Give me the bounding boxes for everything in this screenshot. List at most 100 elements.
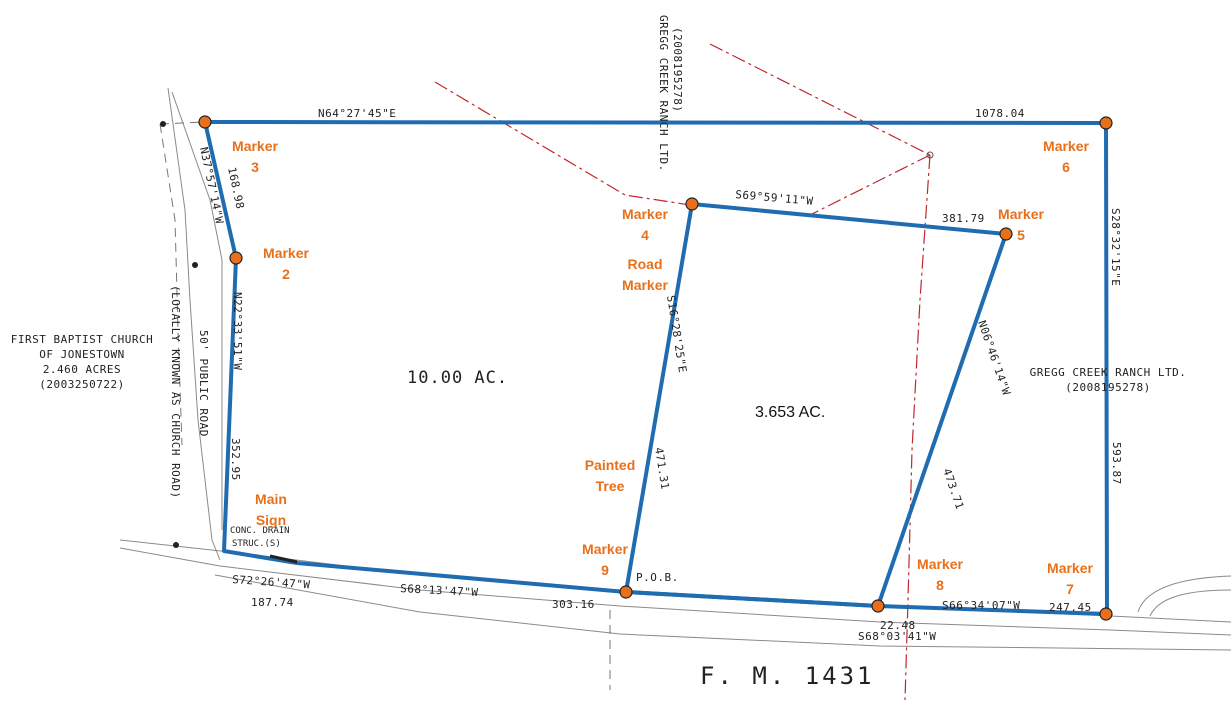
marker-dot-7: [1099, 607, 1113, 621]
pob-label: P.O.B.: [636, 571, 679, 584]
conc-drain-line1: CONC. DRAIN: [230, 526, 290, 536]
marker-label-3: Marker 3: [232, 138, 278, 175]
tract-10ac-boundary: [203, 120, 1109, 616]
easement-diag-west: [434, 81, 691, 206]
church-line4: (2003250722): [39, 378, 124, 391]
marker-labels: Marker 3 Marker 2 Marker 6 Marker 4 Mark…: [232, 138, 1093, 597]
svg-text:Marker: Marker: [622, 206, 668, 222]
dist-south-a: 187.74: [251, 596, 294, 609]
conc-drain-note: CONC. DRAIN STRUC.(S): [230, 526, 290, 549]
area-10ac: 10.00 AC.: [407, 368, 508, 388]
dist-west: 352.95: [229, 438, 242, 481]
bearing-labels: N64°27'45"E 1078.04 N37°57'14"W 168.98 N…: [197, 107, 1123, 643]
bearing-m3-m2: N37°57'14"W: [197, 146, 226, 225]
monument-nw: [160, 121, 166, 127]
gregg-north-line1: GREGG CREEK RANCH LTD.: [657, 15, 670, 172]
svg-text:2: 2: [282, 266, 290, 282]
marker-dot-8: [871, 599, 885, 613]
svg-text:5: 5: [1017, 227, 1025, 243]
svg-text:7: 7: [1066, 581, 1074, 597]
dist-north: 1078.04: [975, 107, 1025, 120]
public-road-line2: (LOCALLY KNOWN AS CHURCH ROAD): [169, 285, 182, 499]
dist-south-c: 22.48: [880, 619, 916, 632]
main-sign-tick: [269, 554, 298, 564]
easement-vertical: [904, 154, 931, 701]
monument-sw: [173, 542, 179, 548]
driveway-curve: [1137, 575, 1231, 613]
fm1431-label: F. M. 1431: [700, 662, 875, 690]
easement-diag-east: [709, 43, 931, 156]
conc-drain-line2: STRUC.(S): [232, 539, 281, 549]
marker-label-8: Marker 8: [917, 556, 963, 593]
svg-text:Main: Main: [255, 491, 287, 507]
marker-dot-3: [198, 115, 212, 129]
marker-dot-6: [1099, 116, 1113, 130]
fm1431-south-edge-2: [214, 574, 1231, 651]
parcel-boundaries: [203, 120, 1109, 616]
svg-text:Marker: Marker: [1043, 138, 1089, 154]
bearing-west: N22°33'51"W: [231, 292, 244, 370]
church-line2: OF JONESTOWN: [39, 348, 124, 361]
svg-text:Marker: Marker: [263, 245, 309, 261]
main-sign-label: Main Sign: [255, 491, 287, 528]
bearing-m4-m9: S16°28'25"E: [664, 294, 689, 373]
public-road-label: 50' PUBLIC ROAD (LOCALLY KNOWN AS CHURCH…: [169, 285, 210, 499]
gregg-east-line2: (2008195278): [1065, 381, 1150, 394]
svg-text:Sign: Sign: [256, 512, 286, 528]
svg-text:6: 6: [1062, 159, 1070, 175]
dist-m4-m5: 381.79: [942, 212, 985, 225]
svg-text:Painted: Painted: [585, 457, 636, 473]
gregg-east-owner-label: GREGG CREEK RANCH LTD. (2008195278): [1030, 366, 1186, 394]
bearing-south-c: S68°03'41"W: [858, 630, 936, 643]
dist-m3-m2: 168.98: [225, 166, 247, 211]
church-line1: FIRST BAPTIST CHURCH: [11, 333, 153, 346]
dist-m4-m9: 471.31: [652, 446, 672, 490]
marker-dot-9: [619, 585, 633, 599]
area-3653ac: 3.653 AC.: [755, 404, 825, 421]
svg-text:8: 8: [936, 577, 944, 593]
driveway-curve-2: [1149, 589, 1231, 617]
easement-lines: [434, 43, 931, 701]
fm1431-south-edge: [119, 547, 1231, 636]
gregg-north-owner-label: GREGG CREEK RANCH LTD. (2008195278): [657, 15, 684, 172]
svg-text:Marker: Marker: [917, 556, 963, 572]
bearing-north: N64°27'45"E: [318, 107, 396, 120]
dist-south-b: 303.16: [552, 598, 595, 611]
dashed-linework: [159, 121, 611, 690]
marker-label-6: Marker 6: [1043, 138, 1089, 175]
marker-label-5: Marker 5: [998, 206, 1044, 243]
svg-text:Marker: Marker: [1047, 560, 1093, 576]
marker-dot-2: [229, 251, 243, 265]
monument-west: [192, 262, 198, 268]
marker-label-4: Marker 4: [622, 206, 668, 243]
svg-text:Marker: Marker: [622, 277, 668, 293]
dist-south-d: 247.45: [1049, 601, 1092, 614]
svg-text:Marker: Marker: [232, 138, 278, 154]
bearing-m5-m8: N06°46'14"W: [975, 319, 1013, 397]
easement-node: [926, 151, 934, 159]
church-road-east-edge: [171, 91, 223, 530]
easement-to-node: [809, 154, 931, 216]
bearing-east: S28°32'15"E: [1109, 208, 1122, 286]
church-road-centerline: [159, 123, 183, 446]
marker-dot-4: [685, 197, 699, 211]
gregg-north-line2: (2008195278): [671, 27, 684, 112]
church-owner-label: FIRST BAPTIST CHURCH OF JONESTOWN 2.460 …: [11, 333, 153, 391]
marker-label-2: Marker 2: [263, 245, 309, 282]
bearing-m4-m5: S69°59'11"W: [735, 188, 814, 208]
marker-label-9: Marker 9: [582, 541, 628, 578]
north-line-extension: [159, 121, 206, 125]
bearing-south-d: S66°34'07"W: [942, 599, 1020, 612]
svg-text:9: 9: [601, 562, 609, 578]
marker-dot-5: [999, 227, 1013, 241]
svg-text:4: 4: [641, 227, 649, 243]
marker-label-7: Marker 7: [1047, 560, 1093, 597]
church-road-west-edge: [167, 87, 221, 561]
bearing-south-b: S68°13'47"W: [400, 582, 479, 599]
dist-east: 593.87: [1110, 442, 1123, 485]
svg-text:3: 3: [251, 159, 259, 175]
monuments: [160, 121, 198, 548]
svg-text:Marker: Marker: [998, 206, 1044, 222]
dist-m5-m8: 473.71: [940, 467, 966, 512]
